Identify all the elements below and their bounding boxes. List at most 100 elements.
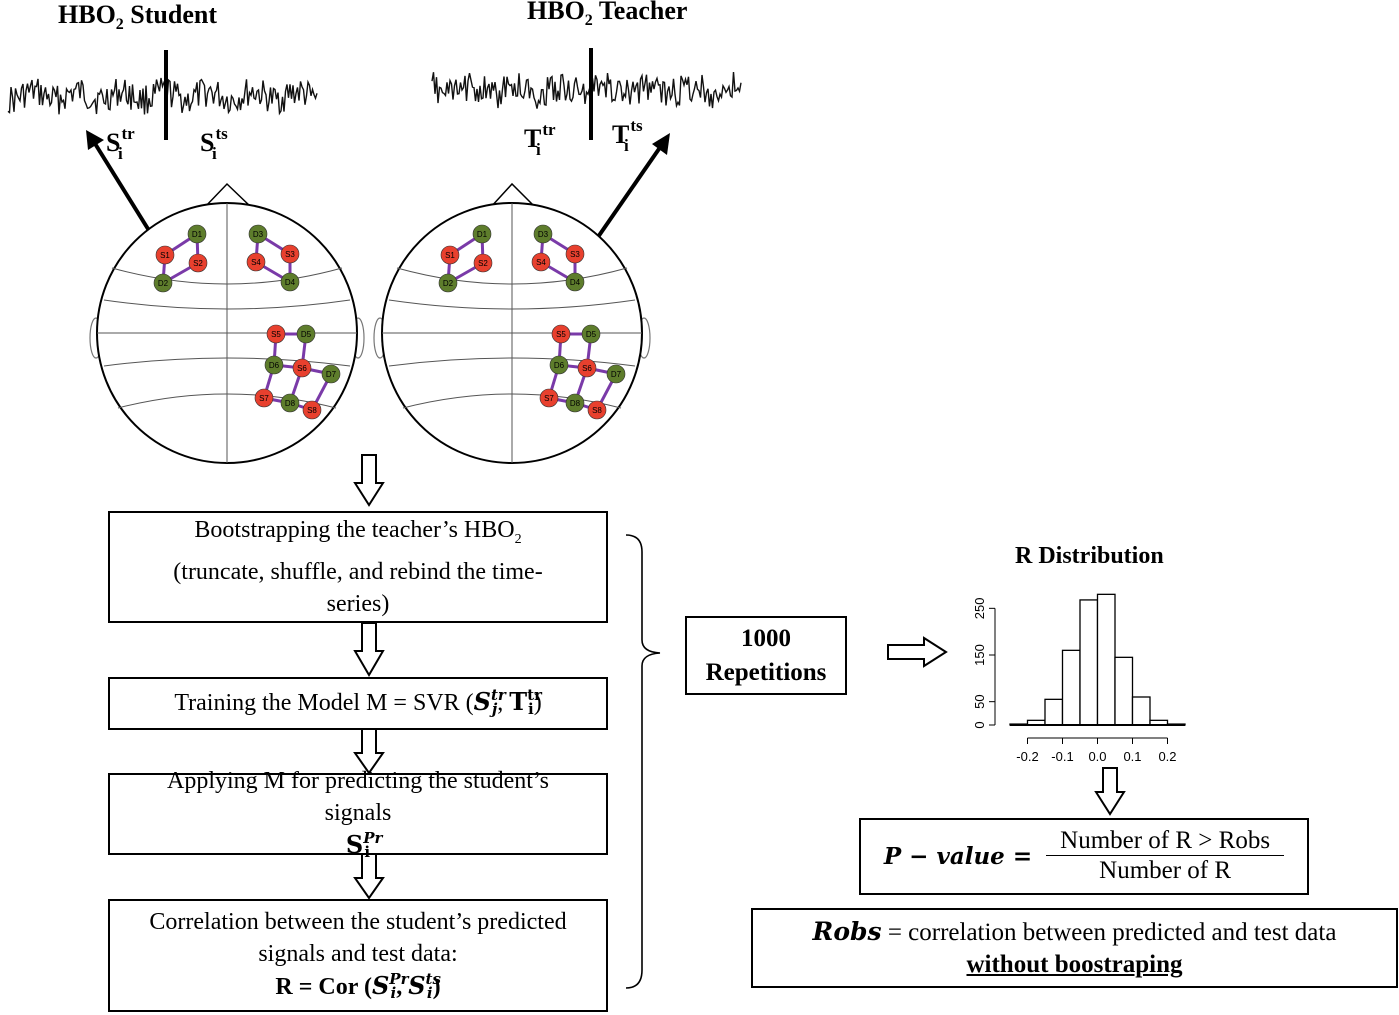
pvalue-denominator: Number of R — [1099, 857, 1232, 884]
y-tick-label: 0 — [972, 721, 987, 728]
optode-label-s1: S1 — [445, 251, 455, 260]
correlation-sep: , — [396, 974, 409, 1000]
correlation-b-sub: i — [426, 984, 433, 1002]
correlation-a-sup: Pr — [389, 970, 409, 988]
histogram-bar-6 — [1114, 656, 1134, 726]
applying-s-symbol: S — [345, 829, 364, 859]
student-train-sub: i — [118, 144, 123, 163]
teacher-arrowhead — [652, 133, 670, 155]
source-s6 — [577, 358, 597, 378]
optode-label-s4: S4 — [536, 258, 546, 267]
applying-step-box: Applying M for predicting the student’s … — [108, 768, 608, 861]
training-t-sub: i — [527, 700, 534, 718]
source-s8 — [302, 400, 322, 420]
detector-d5 — [296, 324, 316, 344]
bootstrap-line1-sub: 2 — [514, 531, 522, 547]
detector-d5 — [581, 324, 601, 344]
optode-label-s3: S3 — [570, 250, 580, 259]
histogram-bar-2 — [1044, 698, 1064, 726]
optode-label-s5: S5 — [556, 330, 566, 339]
student-test-label: Sts — [200, 124, 228, 157]
correlation-line1: Correlation between the student’s predic… — [149, 909, 567, 935]
teacher-train-sub: i — [536, 140, 541, 159]
training-t-symbol: T — [509, 687, 528, 716]
optode-label-d6: D6 — [269, 361, 280, 370]
correlation-a-sub: i — [390, 984, 397, 1002]
detector-d8 — [565, 393, 585, 413]
x-tick-label: 0.1 — [1123, 749, 1141, 764]
correlation-b-symbol: S — [408, 971, 426, 1000]
teacher-arrow — [596, 144, 663, 239]
flow-arrow-1 — [353, 454, 385, 507]
source-s1 — [155, 245, 175, 265]
source-s5 — [551, 324, 571, 344]
teacher-test-sub: i — [624, 136, 629, 155]
pvalue-numerator: Number of R > Robs — [1060, 827, 1271, 854]
student-signal-trace — [7, 77, 318, 116]
x-tick-label: 0.2 — [1158, 749, 1176, 764]
applying-s-sub: i — [364, 842, 371, 861]
detector-d1 — [472, 224, 492, 244]
teacher-title: HBO2 Teacher — [527, 0, 688, 30]
applying-line1: Applying M for predicting the student’s — [167, 767, 549, 794]
histogram-bar-4 — [1079, 599, 1099, 726]
correlation-formula-prefix: R = Cor ( — [275, 974, 372, 1000]
applying-line2: signals — [324, 799, 392, 826]
student-test-sub: i — [212, 144, 217, 163]
pvalue-lhs: P − value = — [883, 842, 1033, 870]
student-head — [89, 182, 365, 464]
y-tick-label: 50 — [972, 694, 987, 708]
flow-arrow-3 — [353, 728, 385, 775]
x-tick-label: 0.0 — [1088, 749, 1106, 764]
optode-label-d1: D1 — [192, 230, 203, 239]
training-suffix: ) — [533, 690, 542, 716]
source-s7 — [254, 388, 274, 408]
repetitions-count: 1000 — [741, 624, 791, 652]
correlation-step-box: Correlation between the student’s predic… — [108, 899, 608, 1012]
optode-label-d8: D8 — [570, 399, 581, 408]
teacher-train-label: Ttr — [524, 120, 556, 153]
detector-d6 — [549, 355, 569, 375]
detector-d7 — [606, 364, 626, 384]
optode-label-d3: D3 — [538, 230, 549, 239]
source-s6 — [292, 358, 312, 378]
optode-label-s6: S6 — [582, 364, 592, 373]
optode-label-s5: S5 — [271, 330, 281, 339]
x-tick-label: -0.1 — [1051, 749, 1073, 764]
optode-label-d5: D5 — [301, 330, 312, 339]
bootstrap-line3: series) — [326, 590, 390, 617]
bootstrap-line1: Bootstrapping the teacher’s HBO — [194, 517, 515, 544]
source-s7 — [539, 388, 559, 408]
training-prefix: Training the Model M = SVR ( — [174, 690, 474, 716]
detector-d1 — [187, 224, 207, 244]
optode-label-d5: D5 — [586, 330, 597, 339]
optode-label-d7: D7 — [611, 370, 622, 379]
flow-arrow-4 — [353, 853, 385, 900]
optode-label-d1: D1 — [477, 230, 488, 239]
applying-s-sup: Pr — [363, 828, 383, 847]
training-s-sup: tr — [491, 686, 506, 704]
training-t-sup: tr — [527, 686, 542, 704]
training-step-box: Training the Model M = SVR (Strj, Ttri) — [108, 677, 608, 730]
detector-d3 — [248, 224, 268, 244]
flow-arrow-right — [887, 636, 948, 668]
correlation-suffix: ) — [432, 974, 441, 1000]
student-arrow — [92, 140, 155, 239]
source-s3 — [565, 244, 585, 264]
repetition-brace — [625, 534, 661, 989]
training-s-symbol: S — [473, 687, 491, 716]
robs-symbol: Robs — [812, 916, 882, 946]
optode-label-d7: D7 — [326, 370, 337, 379]
optode-label-d4: D4 — [570, 278, 581, 287]
optode-label-d3: D3 — [253, 230, 264, 239]
optode-label-s7: S7 — [259, 394, 269, 403]
student-title: HBO2 Student — [58, 0, 217, 34]
repetitions-box: 1000 Repetitions — [685, 616, 847, 695]
source-s4 — [531, 252, 551, 272]
detector-d3 — [533, 224, 553, 244]
student-train-label: Str — [106, 124, 135, 157]
histogram-title: R Distribution — [1015, 543, 1164, 569]
